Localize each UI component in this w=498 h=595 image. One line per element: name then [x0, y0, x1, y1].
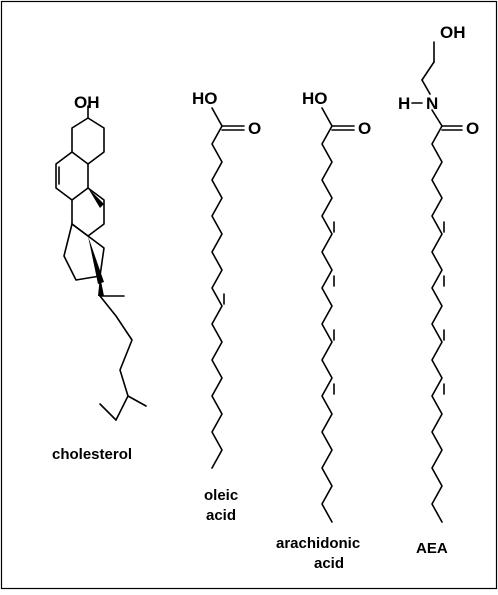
arachidonic-name-line1: arachidonic	[276, 535, 360, 552]
aea-oh-label: OH	[440, 23, 466, 42]
aea-structure: OH H N O AEA	[398, 23, 479, 557]
oleic-name-line2: acid	[206, 507, 236, 524]
methyl-wedge-a	[88, 188, 104, 208]
oleic-acid-structure: HO O oleic acid	[192, 89, 261, 524]
cholesterol-skeleton	[55, 105, 147, 421]
arachidonic-acid-skeleton	[321, 107, 355, 523]
cholesterol-structure: OH cholesterol	[52, 93, 147, 463]
oleic-name-line1: oleic	[204, 487, 238, 504]
arachidonic-name-line2: acid	[314, 555, 344, 572]
arachidonic-acid-structure: HO O arachidonic acid	[276, 89, 371, 572]
aea-n-label: N	[426, 94, 438, 113]
cholesterol-name-label: cholesterol	[52, 446, 132, 463]
methyl-wedge-b	[88, 236, 104, 284]
arachidonic-ho-label: HO	[302, 89, 328, 108]
arachidonic-carbonyl-o-label: O	[358, 119, 371, 138]
oleic-acid-skeleton	[211, 107, 245, 469]
aea-h-label: H	[398, 94, 410, 113]
oleic-carbonyl-o-label: O	[248, 119, 261, 138]
sidechain-wedge	[98, 276, 104, 296]
aea-name-label: AEA	[416, 540, 448, 557]
oleic-ho-label: HO	[192, 89, 218, 108]
aea-carbonyl-o-label: O	[466, 119, 479, 138]
cholesterol-oh-label: OH	[74, 93, 100, 112]
aea-skeleton	[411, 41, 463, 523]
